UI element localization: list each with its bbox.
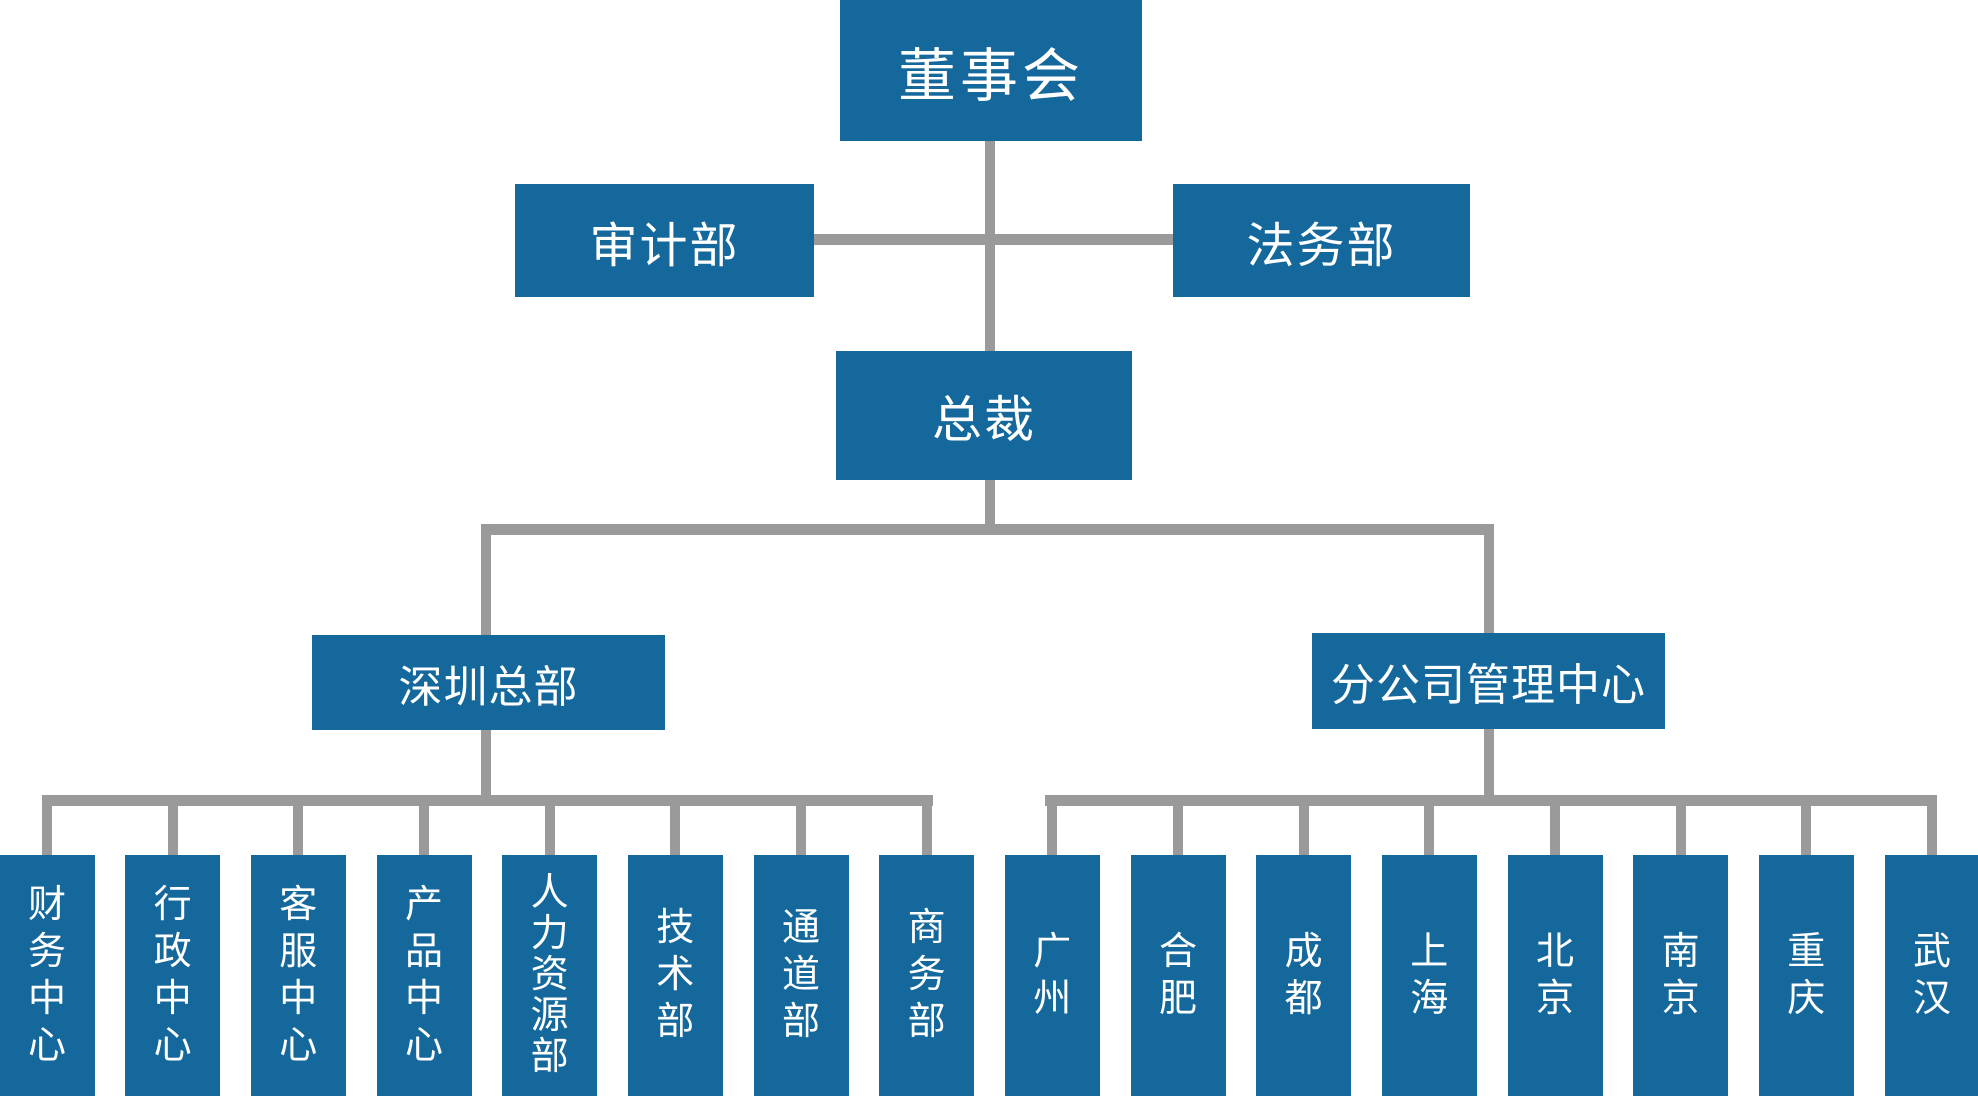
connector-staff-horizontal [814,234,1173,245]
org-node-department: 商务部 [879,855,975,1096]
connector-left-branch-drop [481,729,491,795]
org-node-label: 深圳总部 [398,662,579,712]
org-node-city: 南京 [1633,855,1729,1096]
connector-stub [1424,795,1435,860]
connector-stub [1298,795,1309,860]
connector-stub [293,795,304,860]
org-node-city: 北京 [1507,855,1603,1096]
org-node-department: 技术部 [627,855,723,1096]
org-node-president: 总裁 [836,351,1132,480]
org-node-city: 广州 [1004,855,1100,1096]
org-node-label: 北京 [1535,930,1574,1020]
org-node-city: 重庆 [1758,855,1854,1096]
org-node-audit: 审计部 [515,184,814,297]
connector-president-down [985,479,995,535]
org-node-label: 产品中心 [404,883,443,1067]
org-node-label: 财务中心 [27,883,66,1067]
connector-stub [419,795,429,860]
connector-stub [1675,795,1686,860]
org-node-label: 南京 [1661,930,1700,1020]
connector-left-branch-horizontal [42,795,933,806]
connector-division-left-drop [481,535,491,635]
org-node-label: 法务部 [1246,219,1397,273]
org-node-city: 武汉 [1884,855,1978,1096]
org-node-label: 分公司管理中心 [1331,661,1646,710]
connector-stub [1927,795,1937,860]
connector-stub [544,795,555,860]
org-node-department: 产品中心 [376,855,472,1096]
org-node-label: 广州 [1033,930,1072,1020]
org-node-label: 客服中心 [279,883,318,1067]
org-node-legal: 法务部 [1173,184,1470,297]
connector-stub [167,795,178,860]
org-node-label: 行政中心 [153,883,192,1067]
connector-stub [796,795,806,860]
connector-right-branch-horizontal [1045,795,1937,806]
connector-stub [1047,795,1058,860]
connector-right-branch-drop [1484,729,1494,795]
org-node-label: 通道部 [781,907,820,1043]
org-node-label: 技术部 [656,907,695,1043]
connector-stub [1801,795,1812,860]
org-node-department: 行政中心 [125,855,221,1096]
org-node-city: 成都 [1256,855,1352,1096]
connector-stub [42,795,52,860]
org-node-department: 客服中心 [250,855,346,1096]
org-node-city: 合肥 [1130,855,1226,1096]
org-node-label: 合肥 [1158,930,1197,1020]
org-node-department: 财务中心 [0,855,95,1096]
org-node-label: 人力资源部 [530,872,569,1078]
connector-stub [670,795,681,860]
org-node-label: 重庆 [1787,930,1826,1020]
org-node-board: 董事会 [840,0,1142,141]
org-node-label: 总裁 [932,391,1036,448]
connector-division-right-drop [1484,535,1494,633]
org-node-label: 商务部 [907,907,946,1043]
connector-stub [921,795,932,860]
org-node-label: 上海 [1410,930,1449,1020]
org-node-city: 上海 [1381,855,1477,1096]
org-node-department: 人力资源部 [502,855,598,1096]
connector-stub [1550,795,1560,860]
connector-division-horizontal [481,524,1494,535]
org-node-label: 成都 [1284,930,1323,1020]
org-node-label: 董事会 [897,43,1084,109]
connector-board-president [985,140,995,352]
org-node-label: 审计部 [589,219,740,273]
org-node-department: 通道部 [753,855,849,1096]
org-node-division-branch-mgmt-center: 分公司管理中心 [1312,633,1665,729]
org-node-label: 武汉 [1912,930,1951,1020]
org-node-division-shenzhen-hq: 深圳总部 [312,635,665,730]
connector-stub [1173,795,1183,860]
